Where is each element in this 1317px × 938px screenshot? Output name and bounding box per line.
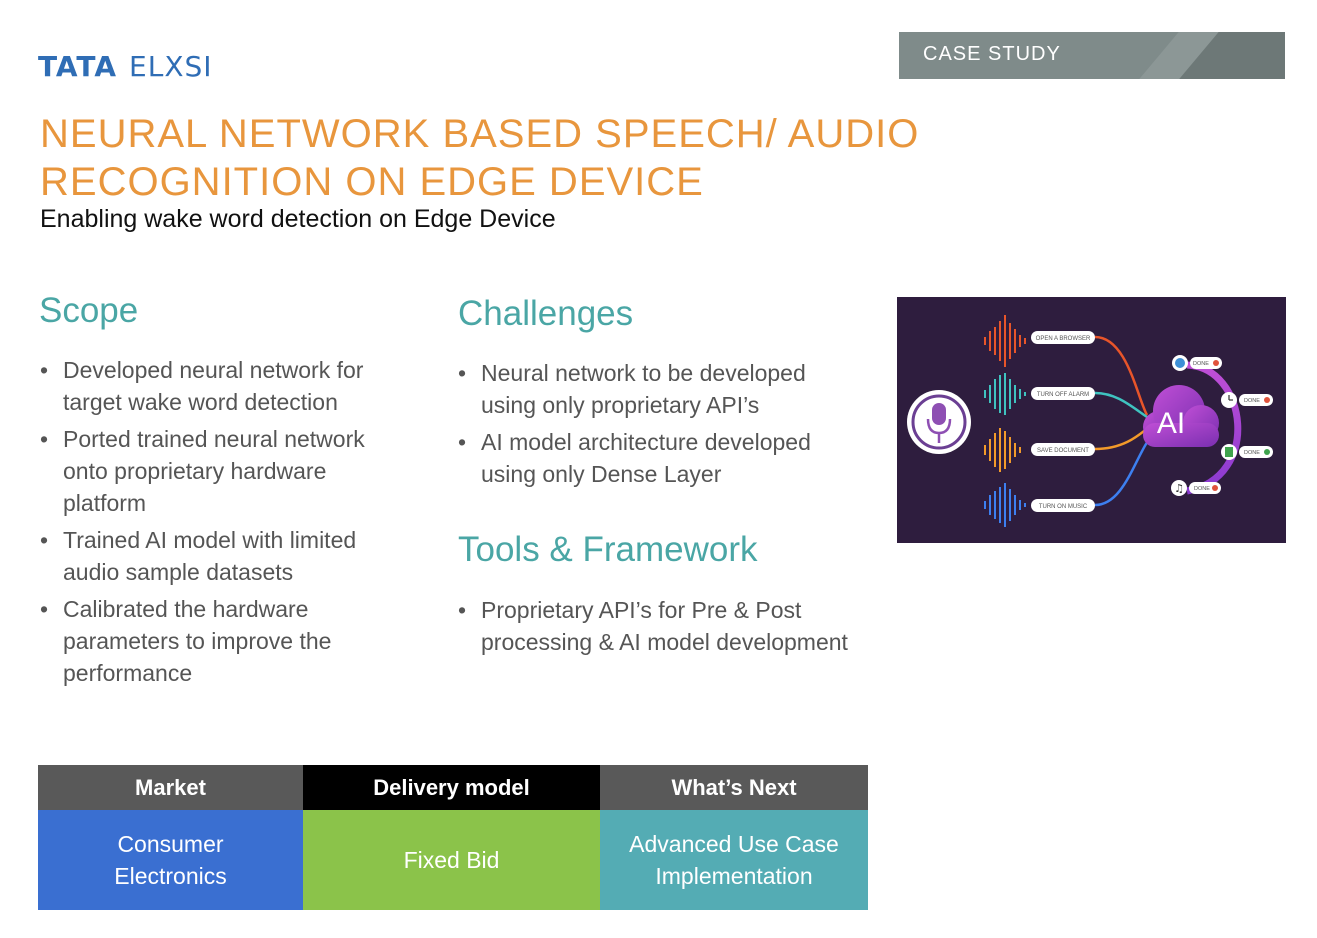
svg-text:DONE: DONE: [1194, 486, 1210, 492]
status-pill: DONE: [1221, 392, 1273, 408]
scope-heading: Scope: [39, 291, 139, 330]
market-header: Market: [38, 765, 303, 810]
list-item: Neural network to be developed using onl…: [458, 357, 858, 421]
delivery-model-header: Delivery model: [303, 765, 600, 810]
ai-cloud-icon: AI: [1143, 385, 1219, 447]
whats-next-header: What’s Next: [600, 765, 868, 810]
whats-next-value: Advanced Use Case Implementation: [600, 810, 868, 910]
tools-list: Proprietary API’s for Pre & Post process…: [458, 594, 848, 663]
list-item: Calibrated the hardware parameters to im…: [40, 593, 415, 689]
svg-text:TURN OFF ALARM: TURN OFF ALARM: [1037, 392, 1089, 398]
svg-text:DONE: DONE: [1193, 361, 1209, 367]
challenges-heading: Challenges: [458, 294, 634, 333]
illustration-svg: OPEN A BROWSER TURN OFF ALARM SAVE DOCUM…: [907, 315, 1273, 527]
command-pill: TURN ON MUSIC: [1031, 499, 1095, 512]
command-pill: OPEN A BROWSER: [1031, 331, 1095, 344]
waveform-amber: [984, 428, 1021, 472]
market-value-line-2: Electronics: [114, 863, 227, 889]
command-pill: SAVE DOCUMENT: [1031, 443, 1095, 456]
waveform-orange: [984, 315, 1026, 367]
tata-elxsi-logo: TATA ELXSI: [38, 49, 213, 83]
status-arc: [1186, 361, 1242, 495]
ai-voice-illustration: OPEN A BROWSER TURN OFF ALARM SAVE DOCUM…: [897, 297, 1286, 543]
case-study-badge: CASE STUDY: [899, 32, 1285, 79]
connector-line: [1094, 391, 1148, 419]
status-pill: DONE: [1172, 355, 1222, 371]
page-subtitle: Enabling wake word detection on Edge Dev…: [40, 205, 556, 233]
status-pill: DONE: [1221, 444, 1273, 460]
logo-brand: TATA: [38, 49, 118, 83]
page-title: NEURAL NETWORK BASED SPEECH/ AUDIO RECOG…: [40, 110, 980, 206]
tools-heading: Tools & Framework: [458, 530, 758, 569]
command-pill: TURN OFF ALARM: [1031, 387, 1095, 400]
svg-text:DONE: DONE: [1244, 398, 1260, 404]
list-item: Proprietary API’s for Pre & Post process…: [458, 594, 848, 658]
list-item: Developed neural network for target wake…: [40, 354, 415, 418]
svg-text:AI: AI: [1157, 407, 1185, 440]
list-item: Ported trained neural network onto propr…: [40, 423, 415, 519]
svg-text:TURN ON MUSIC: TURN ON MUSIC: [1039, 504, 1088, 510]
scope-list: Developed neural network for target wake…: [40, 354, 415, 694]
list-item: Trained AI model with limited audio samp…: [40, 524, 415, 588]
delivery-model-value: Fixed Bid: [303, 810, 600, 910]
svg-text:♫: ♫: [1174, 482, 1184, 495]
svg-text:DONE: DONE: [1244, 450, 1260, 456]
market-value-line-1: Consumer: [117, 831, 224, 857]
market-value: Consumer Electronics: [38, 810, 303, 910]
whats-next-value-line-2: Implementation: [655, 863, 813, 889]
title-line-2: RECOGNITION ON EDGE DEVICE: [40, 160, 704, 204]
status-pill: ♫ DONE: [1171, 480, 1221, 496]
case-study-label: CASE STUDY: [923, 43, 1061, 65]
whats-next-value-line-1: Advanced Use Case: [629, 831, 839, 857]
summary-table: Market Delivery model What’s Next Consum…: [38, 765, 868, 910]
waveform-blue: [984, 483, 1026, 527]
svg-text:OPEN A BROWSER: OPEN A BROWSER: [1036, 336, 1091, 342]
challenges-list: Neural network to be developed using onl…: [458, 357, 858, 495]
microphone-icon: [926, 403, 952, 443]
svg-text:SAVE DOCUMENT: SAVE DOCUMENT: [1037, 448, 1089, 454]
waveform-teal: [984, 373, 1026, 415]
connector-line: [1094, 426, 1150, 451]
list-item: AI model architecture developed using on…: [458, 426, 858, 490]
connector-line: [1094, 335, 1149, 416]
title-line-1: NEURAL NETWORK BASED SPEECH/ AUDIO: [40, 112, 920, 156]
logo-name: ELXSI: [129, 49, 213, 83]
